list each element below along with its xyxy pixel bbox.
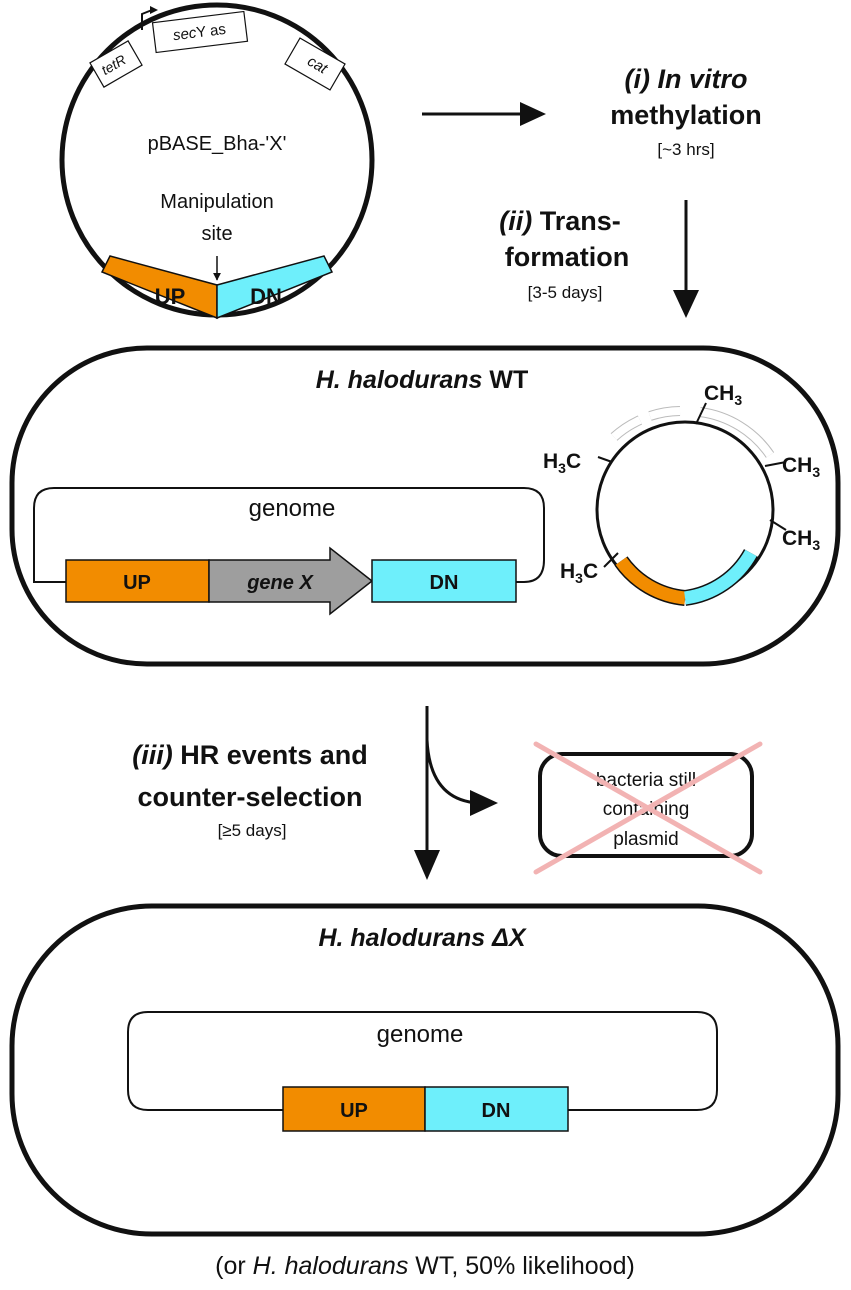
methylated-plasmid: CH3 CH3 CH3 H3C H3C: [543, 382, 820, 606]
step3-arrowhead-icon: [414, 850, 440, 880]
cat-box: cat: [284, 37, 346, 91]
secY-box: secY as: [151, 10, 249, 54]
step1-arrowhead-icon: [520, 102, 546, 126]
step2-duration: [3-5 days]: [528, 283, 603, 302]
methyl-group-1: CH3: [704, 382, 742, 408]
ko-genome-loop: [127, 1011, 718, 1111]
gene-x-arrow: [208, 546, 374, 616]
methyl-group-3: CH3: [782, 527, 820, 553]
methyl-group-5: H3C: [560, 560, 598, 586]
step1-duration: [~3 hrs]: [657, 140, 714, 159]
step2-title-line2: formation: [505, 242, 630, 272]
rejected-cell-outline: [538, 752, 754, 858]
wt-dn-box: [371, 559, 517, 603]
methylated-up-segment: [615, 557, 686, 605]
methyl-group-4: H3C: [543, 450, 581, 476]
rejected-line1: bacteria still: [596, 770, 696, 791]
methylated-secY-segment: [648, 407, 681, 420]
ko-dn-label: DN: [482, 1100, 511, 1122]
ko-up-box: [282, 1086, 426, 1132]
plasmid-dn-box: [216, 255, 334, 320]
rejected-line3: plasmid: [613, 829, 678, 850]
promoter-flag-icon: [141, 9, 153, 30]
promoter-arrow-icon: [150, 6, 158, 14]
wt-cell-outline: [9, 345, 841, 667]
wt-up-label: UP: [123, 572, 151, 594]
rejection-arrowhead-icon: [470, 790, 498, 816]
cross-out-icon-b: [533, 741, 763, 875]
wt-up-box: [65, 559, 210, 603]
ko-dn-box: [424, 1086, 569, 1132]
rejected-cell: bacteria still containing plasmid: [533, 741, 763, 875]
plasmid-map: UP DN tetR secY as cat pBASE_Bha-'X' Man…: [59, 2, 375, 320]
plasmid-up-label: UP: [155, 284, 186, 309]
wt-genome-loop: [33, 487, 545, 583]
plasmid-dn-label: DN: [250, 284, 282, 309]
plasmid-name: pBASE_Bha-'X': [148, 133, 287, 155]
methyl-group-2: CH3: [782, 454, 820, 480]
step3-title-line2: counter-selection: [137, 782, 362, 812]
footnote: (or H. halodurans WT, 50% likelihood): [215, 1252, 635, 1280]
step2-arrowhead-icon: [673, 290, 699, 318]
step1-title: (i) In vitro: [624, 64, 747, 94]
methylated-dn-segment: [683, 549, 757, 605]
wt-genome-label: genome: [249, 495, 336, 522]
step2-title: (ii) Trans-: [499, 206, 621, 236]
manipulation-site-line1: Manipulation: [160, 191, 273, 213]
step3-title: (iii) HR events and: [132, 740, 368, 770]
tetR-box: tetR: [89, 40, 143, 88]
methylated-cat-segment: [699, 408, 774, 458]
ko-up-label: UP: [340, 1100, 368, 1122]
methylated-tetR-segment: [611, 416, 642, 441]
rejection-branch-arrow: [425, 739, 479, 805]
step3-duration: [≥5 days]: [218, 821, 287, 840]
step1-title-line2: methylation: [610, 100, 762, 130]
secY-label: secY as: [172, 21, 227, 44]
ko-cell-title: H. halodurans ΔX: [318, 924, 526, 952]
wt-cell-title: H. halodurans WT: [316, 366, 529, 394]
gene-x-label: gene X: [246, 572, 314, 594]
ko-cell-outline: [9, 903, 841, 1237]
manipulation-site-line2: site: [201, 223, 232, 245]
ko-genome-label: genome: [377, 1021, 464, 1048]
wt-dn-label: DN: [430, 572, 459, 594]
